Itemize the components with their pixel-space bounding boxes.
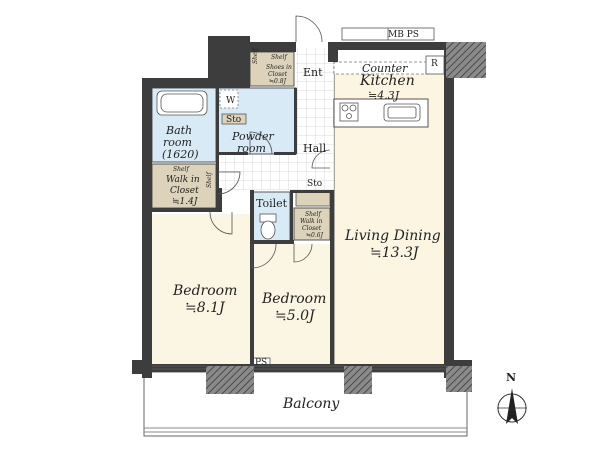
structural-column-ne xyxy=(446,42,486,78)
walk-in-closet-area: ≒1.4J xyxy=(172,197,198,207)
kitchen-counter xyxy=(333,98,429,128)
powder-room xyxy=(217,87,297,155)
mbps-boxes xyxy=(341,27,435,41)
bedroom-1-area: ≒8.1J xyxy=(185,300,225,316)
hall-label: Hall xyxy=(303,142,327,155)
mbps-label: MB PS xyxy=(388,30,419,40)
walk-in-closet-shelf-label: Shelf xyxy=(173,166,189,173)
toilet-room xyxy=(251,191,291,243)
walk-in-closet xyxy=(151,163,217,209)
living-dining-area: ≒13.3J xyxy=(370,245,419,261)
pipe-space-label: PS xyxy=(255,358,268,368)
bedroom-2-label: Bedroom xyxy=(262,291,327,307)
walk-in-closet-shelf-side: Shelf xyxy=(206,172,213,188)
bath-label-line1: Bath xyxy=(166,124,193,137)
living-dining-label: Living Dining xyxy=(345,228,441,244)
bedroom-2-area: ≒5.0J xyxy=(275,308,315,324)
small-closet-line1: Walk in xyxy=(300,218,323,225)
powder-room-line1: Powder xyxy=(232,130,274,143)
washer-mark: W xyxy=(226,96,236,106)
windows xyxy=(152,365,446,370)
north-label: N xyxy=(506,371,517,384)
entrance-floor xyxy=(296,48,334,98)
shoes-closet-area: ≒0.8J xyxy=(269,78,286,85)
entrance-label: Ent xyxy=(303,66,323,79)
counter-label: Counter xyxy=(362,62,408,75)
small-closet-area: ≒0.6J xyxy=(306,232,323,239)
walk-in-closet-line2: Closet xyxy=(170,186,199,196)
toilet-label: Toilet xyxy=(256,197,288,210)
walk-in-closet-line1: Walk in xyxy=(166,175,200,185)
balcony-area xyxy=(143,371,468,437)
small-walk-in-closet xyxy=(293,207,331,241)
compass-icon xyxy=(497,388,527,424)
hall-storage-label: Sto xyxy=(307,179,323,189)
kitchen-area: ≒4.3J xyxy=(368,89,400,102)
bedroom-1-floor xyxy=(152,214,250,366)
kitchen-label: Kitchen xyxy=(360,73,415,89)
bathroom xyxy=(151,87,217,163)
small-closet-line2: Closet xyxy=(302,225,322,232)
shoes-shelf-label: Shelf xyxy=(271,54,287,61)
bath-label-line2: room xyxy=(163,136,192,149)
shoes-shelf-side-label: Shelf xyxy=(252,48,259,64)
structural-column-se xyxy=(446,366,472,392)
bath-label-line3: (1620) xyxy=(162,148,199,161)
doors xyxy=(209,15,331,269)
powder-room-line2: room xyxy=(237,142,266,155)
powder-storage-label: Sto xyxy=(226,115,242,125)
shoes-closet-line2: Closet xyxy=(268,71,288,78)
shoes-closet-line1: Shoes in xyxy=(266,64,292,71)
structural-column-nw xyxy=(206,366,254,394)
bedroom-1-label: Bedroom xyxy=(173,283,238,299)
hall-storage xyxy=(295,191,331,207)
structural-column-mid xyxy=(344,366,372,394)
small-closet-shelf-label: Shelf xyxy=(305,211,321,218)
balcony-label: Balcony xyxy=(283,396,340,412)
refrigerator-label: R xyxy=(431,59,438,69)
